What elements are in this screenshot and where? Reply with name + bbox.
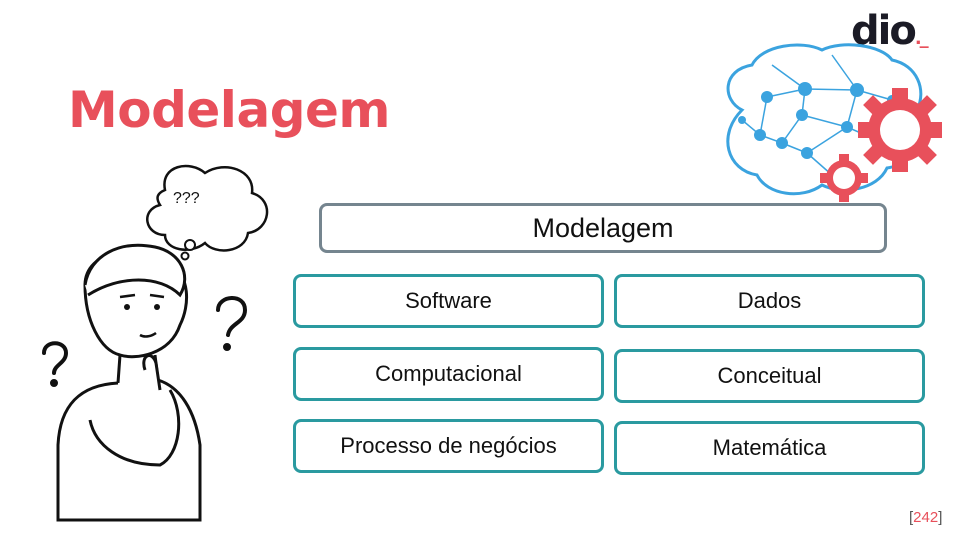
page-number-value: 242 bbox=[913, 509, 939, 526]
box-conceitual: Conceitual bbox=[614, 349, 925, 403]
gear-icon bbox=[820, 154, 868, 202]
box-processo-de-negocios: Processo de negócios bbox=[293, 419, 604, 473]
page-number: [242] bbox=[909, 509, 942, 526]
page-bracket-open: [ bbox=[909, 509, 914, 526]
modelagem-main-box: Modelagem bbox=[319, 203, 887, 253]
logo-dot: ._ bbox=[914, 28, 929, 49]
box-matematica: Matemática bbox=[614, 421, 925, 475]
brain-network-icon bbox=[726, 43, 942, 202]
thought-text: ??? bbox=[173, 190, 200, 207]
gear-icon bbox=[858, 88, 942, 172]
thought-bubble-icon bbox=[146, 164, 269, 261]
question-mark-icon bbox=[42, 296, 248, 387]
box-computacional: Computacional bbox=[293, 347, 604, 401]
slide-title: Modelagem bbox=[68, 81, 391, 139]
box-dados: Dados bbox=[614, 274, 925, 328]
box-software: Software bbox=[293, 274, 604, 328]
page-bracket-close: ] bbox=[938, 509, 943, 526]
thinking-person-icon: ??? bbox=[42, 164, 269, 522]
